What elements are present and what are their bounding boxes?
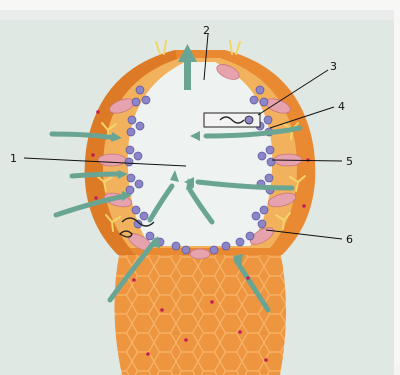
sponge-diagram: 1 2 3 4 5 6 — [0, 10, 400, 375]
highlight-box — [204, 113, 260, 127]
label-2: 2 — [203, 24, 210, 37]
label-1: 1 — [10, 152, 17, 165]
diagram-frame: 1 2 3 4 5 6 — [0, 0, 400, 365]
label-6: 6 — [346, 233, 353, 246]
label-4: 4 — [338, 100, 345, 113]
label-3: 3 — [330, 60, 337, 73]
label-5: 5 — [346, 155, 353, 168]
sponge-base-tube — [114, 250, 286, 375]
